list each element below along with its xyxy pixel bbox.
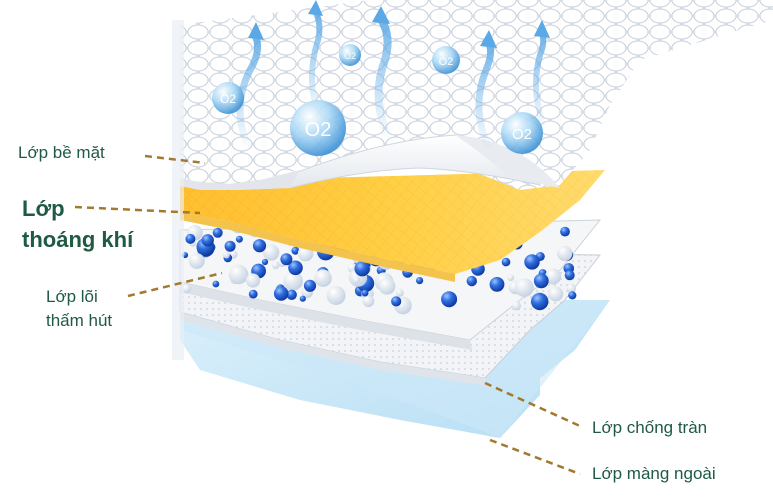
label-surface: Lớp bề mặt <box>18 143 105 162</box>
blue-bead <box>201 234 214 247</box>
oxygen-bubble: O2 <box>212 82 244 114</box>
white-bead <box>222 251 230 259</box>
blue-bead <box>185 233 196 244</box>
label-anti-leak: Lớp chống tràn <box>592 418 708 437</box>
blue-bead <box>416 277 424 285</box>
airflow-arrow <box>533 20 550 133</box>
blue-bead <box>224 240 236 252</box>
blue-bead <box>466 275 477 287</box>
svg-text:O2: O2 <box>512 126 532 143</box>
white-bead <box>262 244 280 261</box>
leader-breathable <box>74 205 201 215</box>
oxygen-bubble: O2 <box>339 44 361 66</box>
airflow-arrow <box>475 30 497 154</box>
white-bead <box>271 261 280 270</box>
label-outer: Lớp màng ngoài <box>592 464 716 483</box>
white-bead <box>545 268 562 285</box>
white-bead <box>314 269 332 287</box>
svg-text:O2: O2 <box>344 51 356 61</box>
blue-bead <box>441 291 458 308</box>
white-bead <box>507 274 515 282</box>
blue-bead <box>212 280 220 288</box>
blue-bead <box>489 277 505 292</box>
white-bead <box>362 295 375 308</box>
white-bead <box>548 286 564 302</box>
oxygen-bubble: O2 <box>501 112 543 154</box>
blue-bead <box>299 295 306 302</box>
airflow-arrow <box>308 0 323 123</box>
label-breathable: Lớp thoáng khí <box>22 193 133 255</box>
svg-text:O2: O2 <box>439 56 454 68</box>
white-bead <box>245 273 261 288</box>
label-core-line2: thấm hút <box>46 311 113 330</box>
label-breathable-line1: Lớp <box>22 196 65 221</box>
blue-bead <box>568 291 577 300</box>
leader-anti-leak <box>484 381 581 428</box>
blue-bead <box>501 257 511 267</box>
blue-bead <box>261 258 269 266</box>
blue-bead <box>273 286 289 301</box>
svg-text:O2: O2 <box>220 92 236 106</box>
white-bead <box>557 245 573 262</box>
label-breathable-line2: thoáng khí <box>22 227 134 252</box>
blue-bead <box>354 261 370 277</box>
airflow-arrows <box>236 0 550 154</box>
white-bead <box>514 278 534 297</box>
white-bead <box>395 288 404 297</box>
leader-outer <box>489 438 581 476</box>
blue-bead <box>361 289 369 297</box>
white-bead <box>181 283 192 294</box>
side-edge <box>172 20 184 360</box>
oxygen-bubble: O2 <box>432 46 460 74</box>
label-core: Lớp lõi thấm hút <box>46 285 112 333</box>
white-bead <box>326 286 346 305</box>
blue-bead <box>235 235 243 243</box>
oxygen-bubble: O2 <box>290 100 346 156</box>
white-bead <box>378 277 396 295</box>
leader-lines <box>74 154 581 476</box>
blue-bead <box>252 239 267 253</box>
white-bead <box>228 264 249 285</box>
blue-bead <box>564 270 575 281</box>
blue-bead <box>560 226 570 237</box>
blue-bead <box>533 273 549 289</box>
blue-bead <box>212 227 223 238</box>
leader-core <box>127 271 223 298</box>
blue-bead <box>286 289 297 300</box>
leader-surface <box>144 154 206 165</box>
blue-bead <box>248 289 258 299</box>
white-bead <box>566 284 577 294</box>
white-bead <box>188 253 205 269</box>
white-bead <box>283 271 303 291</box>
blue-bead <box>303 279 317 292</box>
blue-bead <box>391 296 402 307</box>
airflow-arrow <box>372 6 394 144</box>
blue-bead <box>531 292 549 311</box>
blue-bead <box>280 253 293 266</box>
blue-bead <box>524 254 540 270</box>
white-bead <box>352 276 361 284</box>
breathable-layer <box>180 170 605 282</box>
white-bead <box>512 301 521 311</box>
blue-bead <box>291 246 300 255</box>
blue-bead <box>288 260 303 276</box>
label-core-line1: Lớp lõi <box>46 287 98 306</box>
svg-text:O2: O2 <box>305 119 332 141</box>
airflow-arrow <box>236 22 264 154</box>
